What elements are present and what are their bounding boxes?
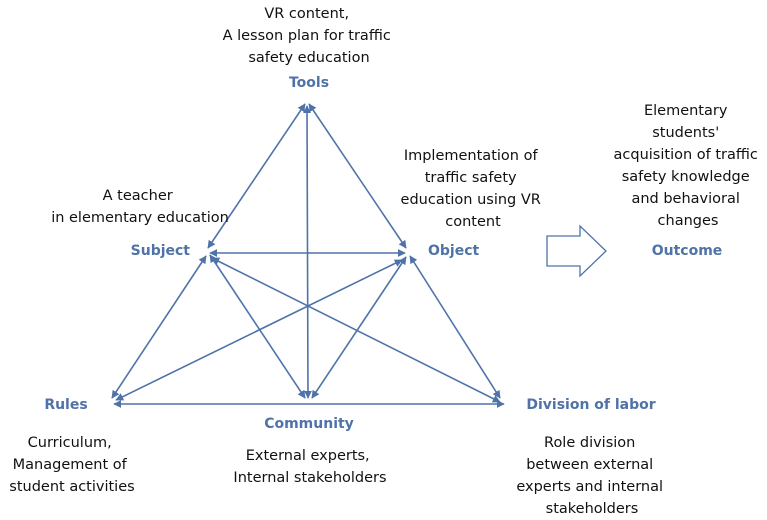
desc-outcome-line: changes [658,213,719,229]
desc-subject: A teacher in elementary education [51,188,229,226]
desc-tools-line: safety education [248,50,369,66]
edge-tools-community [303,105,312,399]
desc-subject-line: A teacher [103,188,173,204]
desc-tools-line: VR content, [264,6,349,22]
node-object: Object [428,243,480,259]
desc-community-line: Internal stakeholders [233,470,386,486]
desc-rules-line: Management of [13,457,128,473]
edge-tools-object [308,103,407,249]
edge-object-community [311,256,407,399]
edge-subject-community [209,254,306,399]
edge-object-division [409,255,501,399]
node-outcome: Outcome [652,243,723,259]
node-labels: Tools Subject Object Rules Community Div… [44,75,722,432]
node-community: Community [264,416,354,432]
desc-tools: VR content, A lesson plan for traffic sa… [223,6,396,66]
desc-division-line: stakeholders [546,501,639,517]
desc-outcome-line: students' [652,125,719,141]
desc-rules-line: Curriculum, [28,435,112,451]
node-rules: Rules [44,397,87,413]
edge-tools-subject [207,103,306,249]
desc-rules: Curriculum, Management of student activi… [9,435,134,495]
desc-division: Role division between external experts a… [516,435,667,517]
node-subject: Subject [131,243,191,259]
descriptions: VR content, A lesson plan for traffic sa… [9,6,763,517]
desc-rules-line: student activities [9,479,134,495]
desc-object-line: content [445,214,501,230]
node-division: Division of labor [526,397,655,413]
desc-division-line: Role division [544,435,635,451]
edges [111,103,505,408]
desc-object-line: Implementation of [404,148,539,164]
desc-object-line: traffic safety [425,170,517,186]
node-tools: Tools [289,75,329,91]
edge-subject-rules [111,255,207,399]
desc-division-line: between external [526,457,653,473]
desc-outcome-line: acquisition of traffic [614,147,758,163]
desc-tools-line: A lesson plan for traffic [223,28,391,44]
desc-subject-line: in elementary education [51,210,229,226]
outcome-arrow-icon [546,224,607,278]
desc-object: Implementation of traffic safety educati… [401,148,546,230]
desc-division-line: experts and internal [516,479,663,495]
desc-community: External experts, Internal stakeholders [233,448,386,486]
desc-outcome-line: and behavioral [631,191,739,207]
desc-outcome-line: Elementary [644,103,728,119]
desc-outcome: Elementary students' acquisition of traf… [614,103,763,229]
edge-object-rules [115,259,403,401]
desc-community-line: External experts, [246,448,370,464]
desc-outcome-line: safety knowledge [622,169,750,185]
desc-object-line: education using VR [401,192,541,208]
